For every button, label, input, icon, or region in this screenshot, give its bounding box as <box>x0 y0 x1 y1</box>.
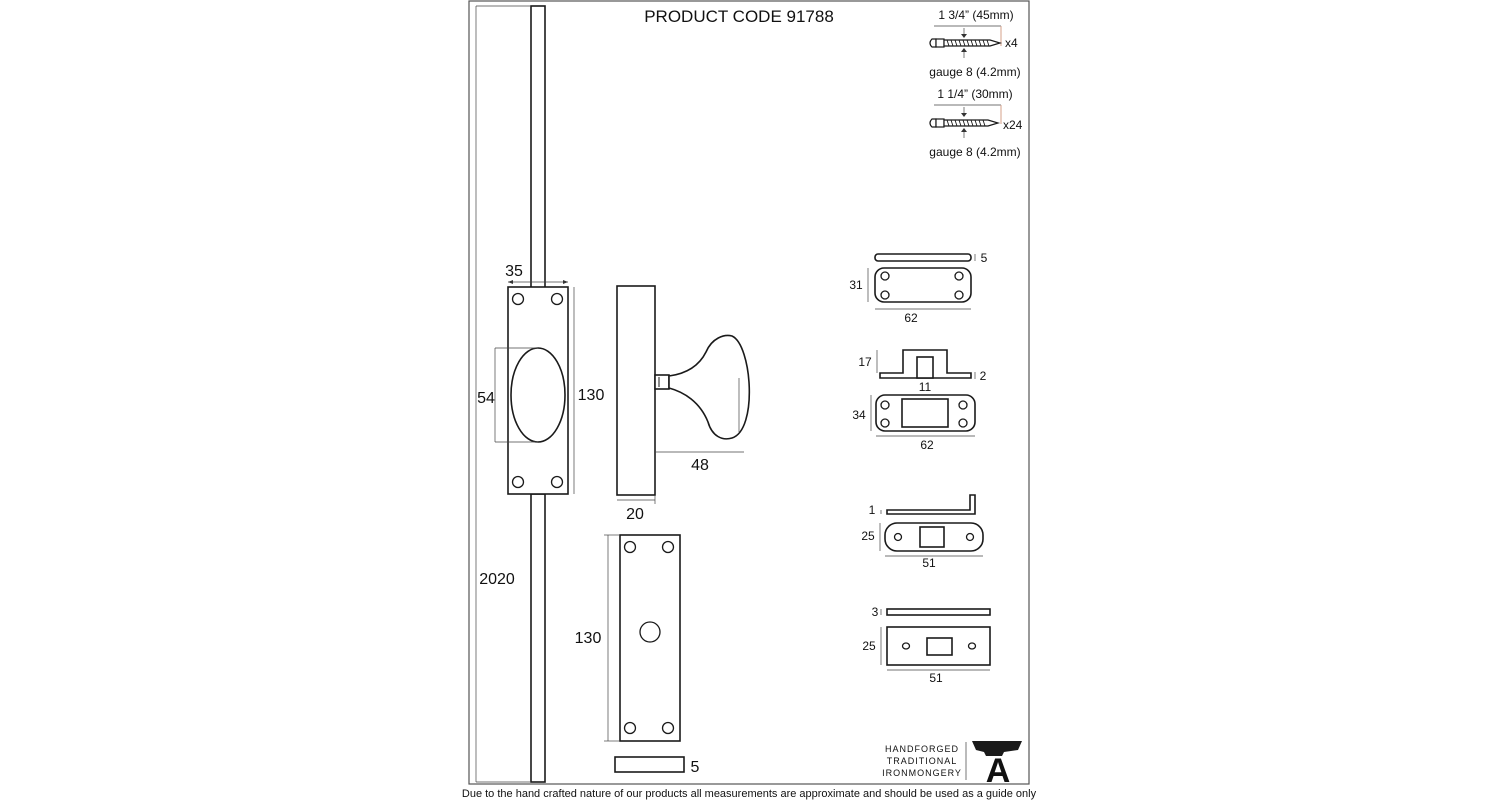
screw-1-qty: x4 <box>1005 36 1018 50</box>
screw-hole <box>511 475 525 489</box>
espag-rod-lower <box>530 493 546 783</box>
footer-disclaimer: Due to the hand crafted nature of our pr… <box>462 788 1037 800</box>
keep-b: 17 2 11 34 62 <box>852 349 987 452</box>
screw-hole <box>661 540 675 554</box>
screw-2-qty: x24 <box>1003 118 1023 132</box>
keep-d-edge <box>886 608 991 616</box>
keep-b-slot-label: 11 <box>919 380 932 394</box>
logo-line-1: HANDFORGED <box>885 744 959 754</box>
lower-plate-height-label: 130 <box>575 630 602 647</box>
lower-plate-edge <box>614 756 685 773</box>
screw-2-length: 1 1/4” (30mm) <box>937 87 1012 101</box>
logo-line-3: IRONMONGERY <box>882 768 962 778</box>
depth-label: 20 <box>626 506 644 523</box>
screw-2-gauge: gauge 8 (4.2mm) <box>929 145 1020 159</box>
spindle-hole <box>639 621 661 643</box>
keep-a: 5 31 62 <box>849 251 987 325</box>
logo-mark: A <box>986 752 1011 790</box>
espagnolette-front-view: 2020 35 54 130 <box>475 5 605 783</box>
rod-length-label: 2020 <box>479 571 515 588</box>
knob-height-label: 54 <box>477 390 495 407</box>
keep-a-width-label: 62 <box>904 311 918 325</box>
screw-1-icon <box>929 38 1003 48</box>
keep-d: 3 25 51 <box>862 605 991 685</box>
keep-a-thickness-label: 5 <box>981 251 988 265</box>
espagnolette-side-view: 48 20 <box>616 285 751 523</box>
keep-d-width-label: 51 <box>929 671 943 685</box>
keep-c-width-label: 51 <box>922 556 936 570</box>
keep-b-flange-label: 2 <box>980 369 987 383</box>
logo-line-2: TRADITIONAL <box>887 756 958 766</box>
backplate-width-label: 35 <box>505 263 523 280</box>
keep-b-height-label: 17 <box>858 355 872 369</box>
lower-plate-view: 130 5 <box>575 534 700 776</box>
keep-c-height-label: 25 <box>861 529 875 543</box>
screw-1-length: 1 3/4” (45mm) <box>938 8 1013 22</box>
screw-hole <box>511 292 525 306</box>
keep-a-edge <box>874 253 972 262</box>
keep-b-plate-height-label: 34 <box>852 408 866 422</box>
backplate-height-label: 130 <box>578 387 605 404</box>
keep-a-height-label: 31 <box>849 278 863 292</box>
keep-c-thickness-label: 1 <box>869 503 876 517</box>
side-plate <box>616 285 656 496</box>
lower-plate-thickness-label: 5 <box>691 759 700 776</box>
espag-rod-upper <box>530 5 546 289</box>
keep-d-thickness-label: 3 <box>872 605 879 619</box>
screw-hole <box>550 292 564 306</box>
screw-group-1: 1 3/4” (45mm) x4 gauge 8 (4.2mm) <box>929 8 1020 79</box>
screw-hole <box>661 721 675 735</box>
screw-hole <box>623 540 637 554</box>
drawing-frame <box>468 0 1030 785</box>
knob-profile <box>668 334 751 440</box>
screw-2-icon <box>929 118 1001 128</box>
oval-knob <box>510 347 566 443</box>
anvil-icon <box>972 741 1022 756</box>
brand-logo: HANDFORGED TRADITIONAL IRONMONGERY A <box>882 741 1022 790</box>
keep-d-height-label: 25 <box>862 639 876 653</box>
screw-hole <box>550 475 564 489</box>
keep-c-profile <box>886 494 976 515</box>
screw-hole <box>623 721 637 735</box>
knob-stem <box>654 374 670 390</box>
keep-a-plate <box>874 267 972 303</box>
screw-1-gauge: gauge 8 (4.2mm) <box>929 65 1020 79</box>
keep-b-width-label: 62 <box>920 438 934 452</box>
product-code: PRODUCT CODE 91788 <box>644 7 834 26</box>
projection-label: 48 <box>691 457 709 474</box>
screw-group-2: 1 1/4” (30mm) x24 gauge 8 (4.2mm) <box>929 87 1022 159</box>
keep-c: 1 25 51 <box>861 494 984 570</box>
